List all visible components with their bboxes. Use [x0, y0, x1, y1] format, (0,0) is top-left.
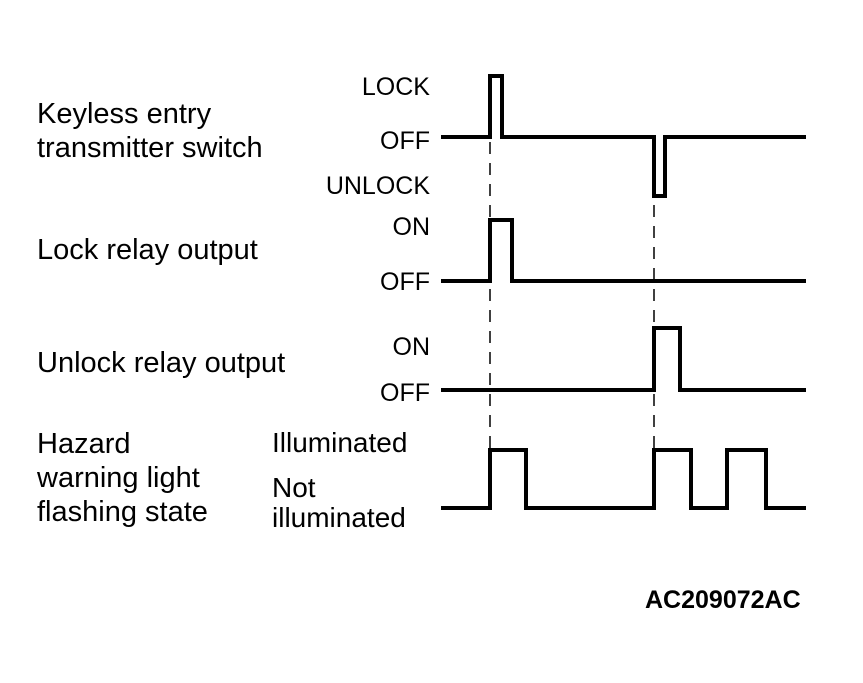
- unlock-relay-state-off: OFF: [380, 379, 430, 407]
- lock-relay-waveform: [441, 218, 806, 283]
- hazard-light-label-line3: flashing state: [37, 496, 208, 528]
- hazard-state-not-illuminated-line1: Not: [272, 472, 316, 503]
- keyless-state-off: OFF: [380, 127, 430, 155]
- hazard-light-label: Hazard warning light flashing state: [37, 427, 208, 529]
- hazard-light-label-line1: Hazard: [37, 428, 131, 460]
- keyless-switch-label-line1: Keyless entry: [37, 98, 212, 130]
- unlock-relay-label: Unlock relay output: [37, 347, 286, 379]
- hazard-light-waveform: [441, 448, 806, 510]
- hazard-state-not-illuminated-line2: illuminated: [272, 502, 406, 533]
- unlock-relay-waveform: [441, 326, 806, 392]
- lock-relay-state-on: ON: [392, 213, 431, 241]
- keyless-state-unlock: UNLOCK: [325, 172, 430, 200]
- lock-relay-state-off: OFF: [380, 268, 430, 296]
- unlock-relay-state-on: ON: [392, 333, 431, 361]
- hazard-state-not-illuminated: Not illuminated: [272, 473, 406, 533]
- keyless-switch-label-line2: transmitter switch: [37, 132, 263, 164]
- keyless-switch-label: Keyless entry transmitter switch: [37, 97, 263, 165]
- hazard-light-label-line2: warning light: [37, 462, 200, 494]
- hazard-state-illuminated: Illuminated: [272, 427, 408, 458]
- keyless-switch-waveform: [441, 74, 806, 198]
- figure-id: AC209072AC: [645, 586, 801, 614]
- keyless-state-lock: LOCK: [361, 73, 430, 101]
- lock-relay-label: Lock relay output: [37, 234, 258, 266]
